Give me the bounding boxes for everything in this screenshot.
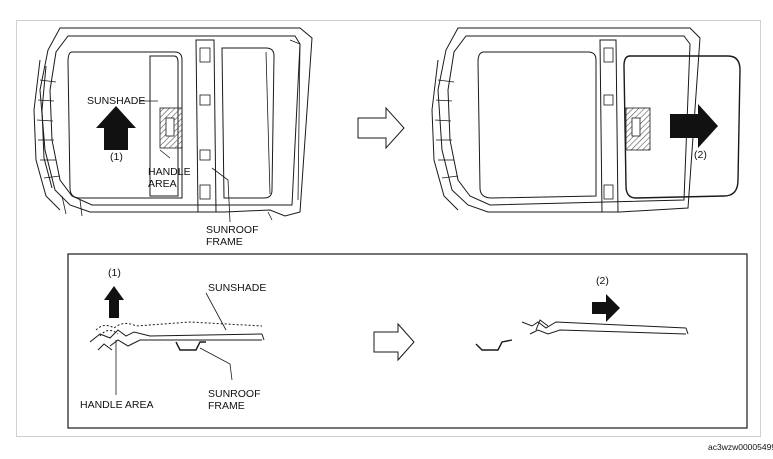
label-handle-top: HANDLE <box>148 166 191 178</box>
front-glass-panel <box>67 51 183 199</box>
top-left-assembly <box>33 27 313 221</box>
label-step-1-top: (1) <box>110 151 123 163</box>
right-arrow-icon <box>670 104 718 148</box>
reference-code: ac3wzw00005499 <box>708 442 773 452</box>
label-step-1-bottom: (1) <box>108 267 121 279</box>
center-frame-bar <box>195 39 217 213</box>
label-handle-area-bottom: HANDLE AREA <box>80 399 154 411</box>
sunshade-panel <box>149 55 179 197</box>
sunshade-slid-panel <box>623 55 741 199</box>
label-frame-top: FRAME <box>206 236 243 248</box>
right-cross-section <box>475 319 689 351</box>
left-cross-section <box>89 321 265 351</box>
top-left-leaders <box>140 100 231 223</box>
left-rail-ribs <box>36 79 83 217</box>
left-side-rail <box>33 59 61 211</box>
figure-border <box>16 20 761 437</box>
label-sunshade-bottom: SUNSHADE <box>208 282 266 294</box>
roof-inner-rail <box>49 35 301 206</box>
frame-profile-right <box>475 339 513 351</box>
frame-profile-left <box>175 341 206 351</box>
transition-arrow-bottom-icon <box>373 322 415 362</box>
label-frame-bottom: FRAME <box>208 400 245 412</box>
bottom-left-leaders <box>115 292 233 395</box>
up-arrow-small-icon <box>104 286 124 318</box>
rear-glass-panel <box>221 47 275 199</box>
cross-section-panel <box>67 253 748 429</box>
up-arrow-icon <box>96 106 136 150</box>
label-step-2-top: (2) <box>694 149 707 161</box>
label-sunroof-top: SUNROOF <box>206 224 259 236</box>
front-glass-open <box>477 51 597 199</box>
top-right-assembly <box>431 27 741 213</box>
label-sunroof-bottom: SUNROOF <box>208 388 261 400</box>
transition-arrow-icon <box>357 106 405 150</box>
label-area-top: AREA <box>148 178 177 190</box>
right-arrow-small-icon <box>592 294 620 322</box>
label-step-2-bottom: (2) <box>596 275 609 287</box>
label-sunshade-top: SUNSHADE <box>87 95 145 107</box>
